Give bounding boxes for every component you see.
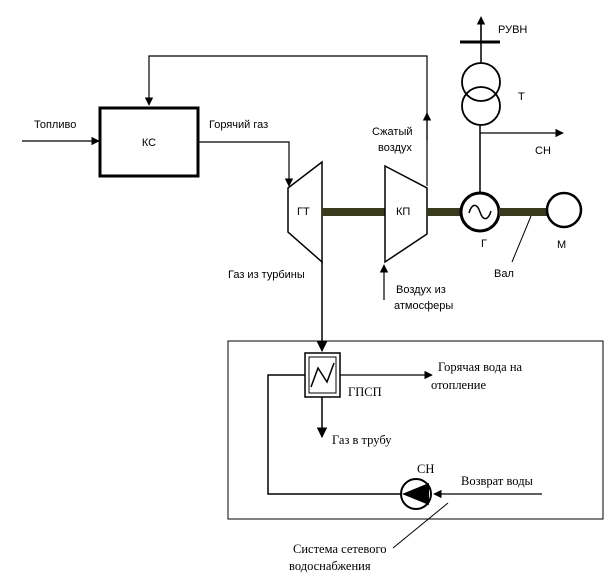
heat-exchanger-coil-icon: [310, 362, 335, 388]
hot-gas-label: Горячий газ: [209, 119, 268, 131]
transformer-coil-bottom: [461, 86, 501, 126]
shaft-label: Вал: [494, 268, 514, 280]
turbine-exhaust-label: Газ из турбины: [228, 269, 305, 281]
system-leader: [392, 502, 449, 549]
water-return-label: Возврат воды: [461, 474, 534, 488]
compressed-air-label-2: воздух: [378, 142, 412, 154]
heat-exchanger-label: ГПСП: [348, 385, 382, 399]
transformer-coil-top: [461, 62, 501, 102]
combustion-chamber-label: КС: [142, 137, 156, 149]
fuel-label: Топливо: [34, 119, 76, 131]
shaft-segment-1: [322, 208, 385, 216]
hot-water-label-2: отопление: [431, 378, 486, 392]
gas-to-stack-label: Газ в трубу: [332, 433, 392, 447]
pump-triangle-icon: [402, 483, 429, 505]
water-system-boundary: [227, 340, 604, 520]
motor-label: М: [557, 239, 566, 251]
generator-label: Г: [481, 238, 487, 250]
own-needs-label: СН: [535, 145, 551, 157]
compressor: [384, 164, 428, 264]
hot-water-label: Горячая вода на: [438, 360, 523, 374]
shaft-leader: [511, 215, 532, 263]
compressed-air-label: Сжатый: [372, 126, 413, 138]
pump-label: СН: [417, 462, 434, 476]
transformer-label: Т: [518, 91, 525, 103]
atm-air-label: Воздух из: [396, 284, 446, 296]
generator-sine-icon: [468, 204, 492, 220]
hot-gas-line: [198, 141, 294, 187]
gas-turbine-label: ГТ: [297, 206, 310, 218]
shaft-segment-3: [499, 208, 547, 216]
heat-exchanger-inner: [308, 356, 337, 394]
compressor-label: КП: [396, 206, 410, 218]
atm-air-label-2: атмосферы: [394, 300, 453, 312]
water-loop-line: [267, 374, 400, 495]
system-label: Системa сетевого: [293, 542, 387, 556]
motor: [545, 191, 583, 229]
switchgear-label: РУВН: [498, 24, 527, 36]
system-label-2: водоснабжения: [289, 559, 371, 573]
shaft-segment-2: [427, 208, 461, 216]
